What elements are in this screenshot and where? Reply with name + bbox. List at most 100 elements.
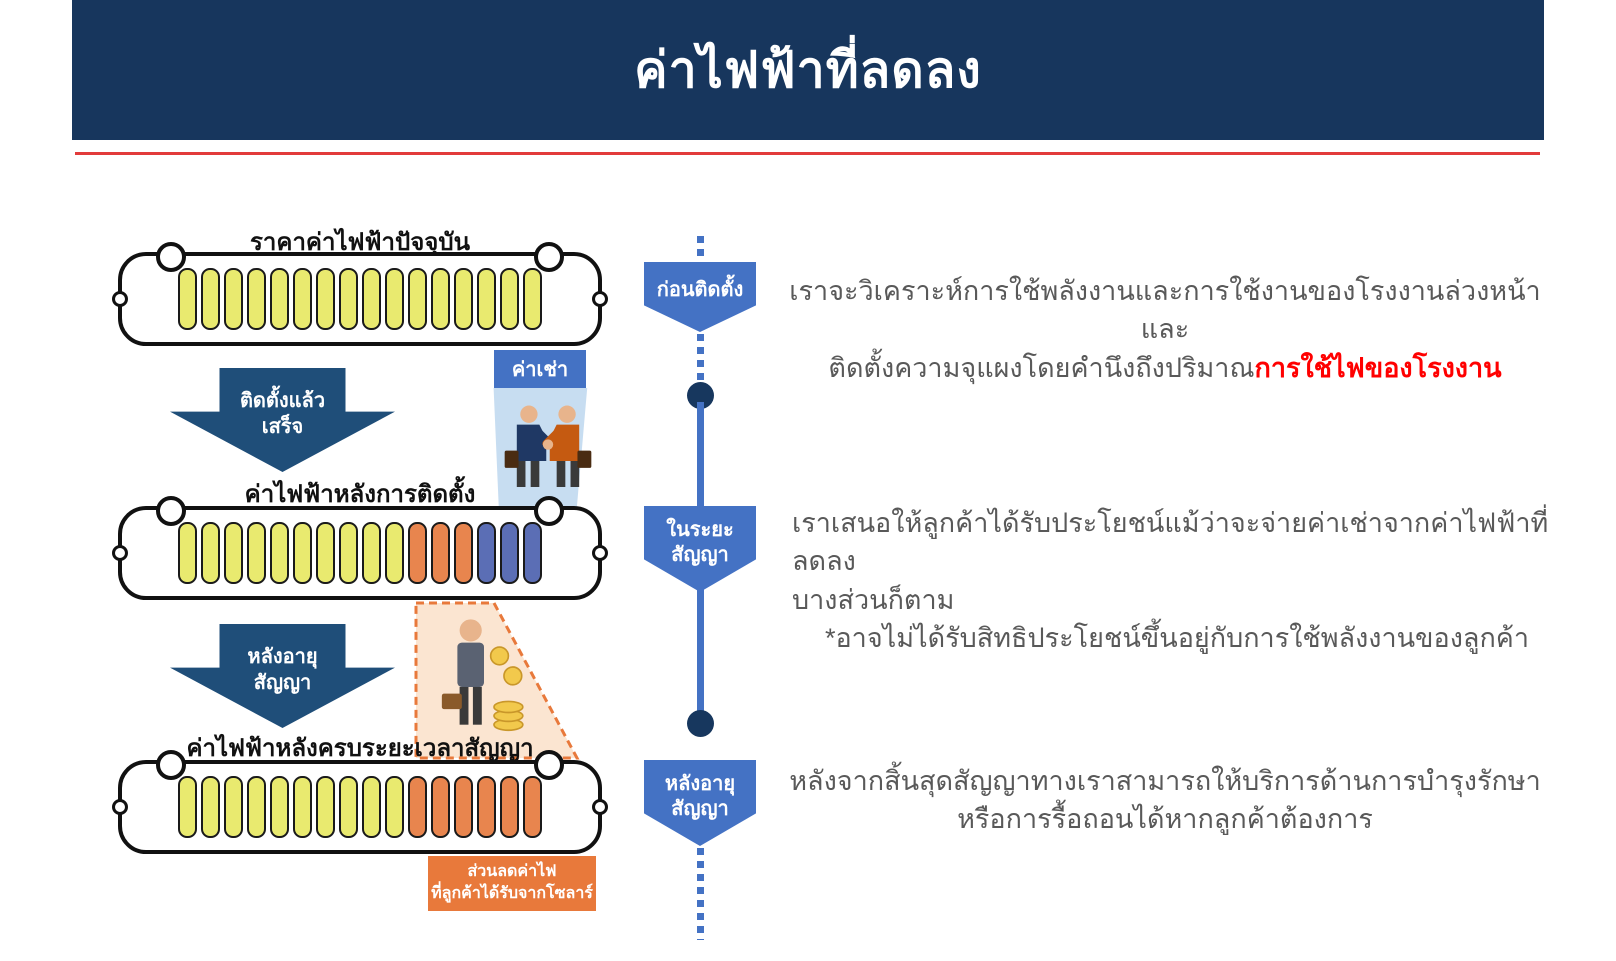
timeline-dotted-segment	[697, 848, 704, 940]
battery-cell	[316, 776, 335, 838]
timeline-dotted-segment	[697, 334, 704, 384]
battery-cell	[224, 268, 243, 330]
battery-cell	[178, 776, 197, 838]
frame-loop-icon	[534, 242, 564, 272]
battery-1-gauge	[118, 242, 602, 346]
battery-2-label: ค่าไฟฟ้าหลังการติดตั้ง	[244, 481, 476, 508]
frame-loop-icon	[534, 496, 564, 526]
timeline-dotted-segment	[697, 236, 704, 264]
installed-arrow: ติดตั้งแล้ว เสร็จ	[170, 368, 395, 472]
footnote: *อาจไม่ได้รับสิทธิประโยชน์ขึ้นอยู่กับการ…	[824, 622, 1530, 653]
timeline-stage-after-contract: หลังอายุ สัญญา	[644, 760, 756, 846]
battery-cell	[201, 268, 220, 330]
battery-cell	[339, 268, 358, 330]
battery-cell	[339, 522, 358, 584]
text-segment: ติดตั้งความจุแผงโดยคำนึงถึงปริมาณ	[828, 352, 1255, 383]
frame-loop-icon	[534, 750, 564, 780]
battery-cell	[362, 522, 381, 584]
arrow-label-line: เสร็จ	[261, 416, 304, 438]
frame-loop-icon	[156, 242, 186, 272]
battery-cell	[178, 268, 197, 330]
text-line: บางส่วนก็ตาม	[792, 584, 955, 615]
battery-cell	[500, 522, 519, 584]
discount-beam	[414, 601, 580, 760]
battery-cell	[385, 522, 404, 584]
timeline-stage-before-install: ก่อนติดตั้ง	[644, 262, 756, 332]
battery-cell	[316, 522, 335, 584]
frame-loop-icon	[156, 496, 186, 526]
battery-cell	[477, 522, 496, 584]
battery-cell	[454, 776, 473, 838]
battery-cell	[408, 776, 427, 838]
battery-cell	[201, 522, 220, 584]
battery-cell	[385, 776, 404, 838]
text-line: เราจะวิเคราะห์การใช้พลังงานและการใช้งานข…	[789, 276, 1541, 345]
battery-cell	[362, 776, 381, 838]
description-after-contract: หลังจากสิ้นสุดสัญญาทางเราสามารถให้บริการ…	[780, 762, 1550, 839]
text-line: หลังจากสิ้นสุดสัญญาทางเราสามารถให้บริการ…	[789, 766, 1541, 796]
arrow-label-line: หลังอายุ	[247, 646, 318, 668]
battery-3-cells	[178, 776, 542, 838]
page-title: ค่าไฟฟ้าที่ลดลง	[634, 41, 982, 98]
battery-2-gauge	[118, 496, 602, 600]
battery-cell	[339, 776, 358, 838]
arrow-label-line: ติดตั้งแล้ว	[239, 390, 326, 412]
battery-1-cells	[178, 268, 542, 330]
discount-label-line: ที่ลูกค้าได้รับจากโซลาร์	[431, 885, 593, 903]
battery-cell	[431, 522, 450, 584]
discount-label: ส่วนลดค่าไฟ ที่ลูกค้าได้รับจากโซลาร์	[428, 856, 596, 911]
battery-cell	[224, 522, 243, 584]
highlighted-text: การใช้ไฟของโรงงาน	[1254, 352, 1502, 383]
battery-cell	[201, 776, 220, 838]
battery-cell	[454, 268, 473, 330]
text-line: หรือการรื้อถอนได้หากลูกค้าต้องการ	[957, 804, 1373, 835]
timeline-stage-during-contract: ในระยะ สัญญา	[644, 506, 756, 592]
discount-label-line: ส่วนลดค่าไฟ	[467, 863, 557, 880]
battery-cell	[454, 522, 473, 584]
battery-cell	[431, 776, 450, 838]
text-line: ติดตั้งความจุแผงโดยคำนึงถึงปริมาณการใช้ไ…	[780, 349, 1550, 387]
stage-label: สัญญา	[671, 544, 729, 566]
arrow-label-line: สัญญา	[253, 672, 312, 694]
battery-cell	[408, 522, 427, 584]
after-contract-arrow: หลังอายุ สัญญา	[170, 624, 395, 728]
stage-label: หลังอายุ	[664, 773, 736, 795]
battery-cell	[477, 268, 496, 330]
battery-3-label: ค่าไฟฟ้าหลังครบระยะเวลาสัญญา	[186, 735, 534, 762]
battery-cell	[270, 522, 289, 584]
battery-cell	[247, 522, 266, 584]
red-divider	[75, 152, 1540, 155]
battery-cell	[523, 776, 542, 838]
description-during-contract: เราเสนอให้ลูกค้าได้รับประโยชน์แม้ว่าจะจ่…	[792, 504, 1562, 657]
battery-cell	[523, 522, 542, 584]
battery-cell	[293, 776, 312, 838]
battery-cell	[431, 268, 450, 330]
battery-cell	[178, 522, 197, 584]
rent-label: ค่าเช่า	[494, 350, 586, 388]
stage-label: ก่อนติดตั้ง	[656, 279, 744, 301]
battery-cell	[362, 268, 381, 330]
battery-cell	[270, 268, 289, 330]
battery-cell	[477, 776, 496, 838]
timeline-dot	[687, 710, 714, 737]
battery-cell	[408, 268, 427, 330]
battery-3-gauge	[118, 750, 602, 854]
description-before-install: เราจะวิเคราะห์การใช้พลังงานและการใช้งานข…	[780, 272, 1550, 387]
battery-cell	[316, 268, 335, 330]
handshake-icon	[504, 405, 592, 487]
battery-cell	[523, 268, 542, 330]
battery-cell	[270, 776, 289, 838]
battery-cell	[500, 268, 519, 330]
header-band: ค่าไฟฟ้าที่ลดลง	[72, 0, 1544, 140]
battery-cell	[224, 776, 243, 838]
text-line: เราเสนอให้ลูกค้าได้รับประโยชน์แม้ว่าจะจ่…	[792, 508, 1549, 577]
battery-cell	[293, 522, 312, 584]
battery-cell	[247, 776, 266, 838]
frame-loop-icon	[156, 750, 186, 780]
battery-cell	[385, 268, 404, 330]
battery-cell	[293, 268, 312, 330]
stage-label: ในระยะ	[666, 519, 734, 541]
battery-cell	[247, 268, 266, 330]
battery-2-cells	[178, 522, 542, 584]
